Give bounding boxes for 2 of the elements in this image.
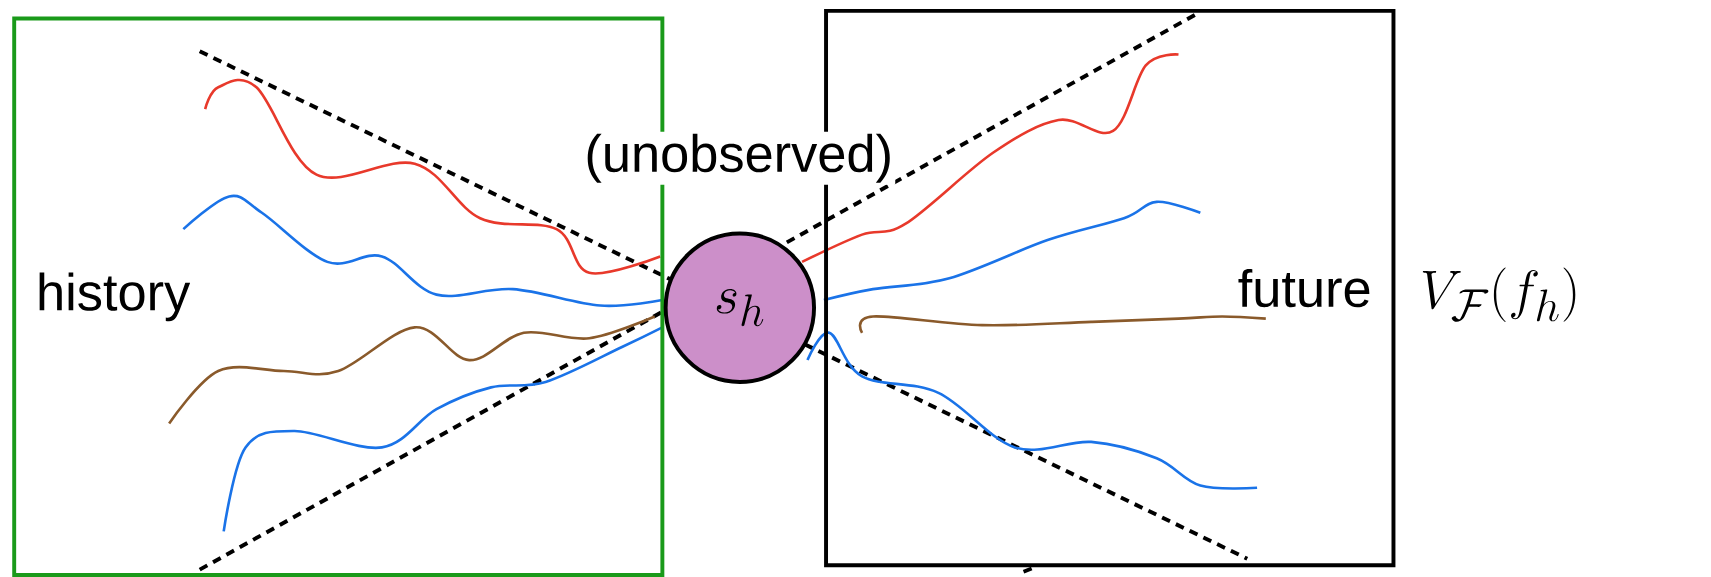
annotation-text: (unobserved)	[582, 131, 896, 185]
formula-label: $V_{\mathcal{F}}(f_h)$	[1422, 267, 1576, 322]
